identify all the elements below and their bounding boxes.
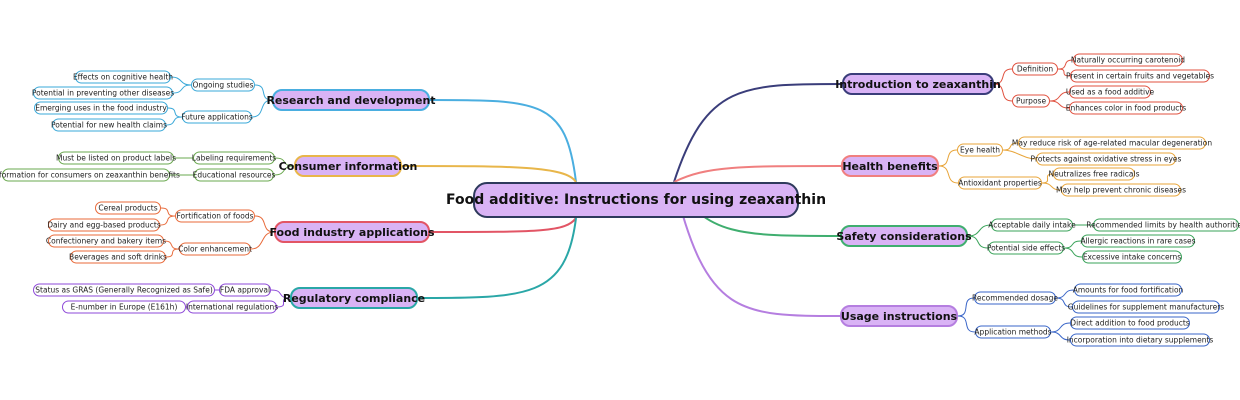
connector-line — [993, 83, 1013, 102]
connector-line — [163, 240, 180, 250]
connector-line — [938, 149, 958, 167]
subtopic-fortification-of-foods[interactable]: Fortification of foods — [175, 209, 255, 223]
branch-usage-instructions[interactable]: Usage instructions — [840, 305, 958, 327]
connector-line — [1063, 247, 1083, 258]
connector-line — [957, 297, 975, 317]
connector-line — [1049, 100, 1070, 109]
connector-line — [957, 315, 976, 333]
connector-line — [1055, 297, 1073, 308]
leaf-present-in-certain-fruits-and-vegetables[interactable]: Present in certain fruits and vegetables — [1066, 69, 1214, 83]
leaf-incorporation-into-dietary-supplements[interactable]: Incorporation into dietary supplements — [1066, 333, 1214, 347]
branch-regulatory-compliance[interactable]: Regulatory compliance — [283, 287, 425, 309]
leaf-excessive-intake-concerns[interactable]: Excessive intake concerns — [1082, 250, 1182, 264]
connector-line — [938, 165, 959, 184]
connector-line — [254, 215, 275, 233]
connector-line — [429, 99, 577, 183]
leaf-status-as-gras-generally-recognized-as-s[interactable]: Status as GRAS (Generally Recognized as … — [33, 283, 215, 297]
subtopic-international-regulations[interactable]: International regulations — [185, 300, 279, 314]
connector-line — [167, 107, 183, 118]
branch-research-and-development[interactable]: Research and development — [266, 89, 436, 111]
leaf-potential-for-new-health-claims[interactable]: Potential for new health claims — [50, 118, 168, 132]
leaf-potential-in-preventing-other-diseases[interactable]: Potential in preventing other diseases — [31, 86, 175, 100]
leaf-enhances-color-in-food-products[interactable]: Enhances color in food products — [1065, 101, 1187, 115]
connector-line — [1063, 240, 1082, 249]
connector-line — [673, 83, 843, 183]
connector-line — [1002, 149, 1037, 160]
leaf-confectionery-and-bakery-items[interactable]: Confectionery and bakery items — [45, 234, 167, 248]
connector-line — [1041, 182, 1062, 191]
subtopic-educational-resources[interactable]: Educational resources — [192, 168, 276, 182]
branch-health-benefits[interactable]: Health benefits — [841, 155, 939, 177]
subtopic-fda-approval[interactable]: FDA approval — [219, 283, 271, 297]
subtopic-labeling-requirements[interactable]: Labeling requirements — [191, 151, 277, 165]
branch-introduction-to-zeaxanthin[interactable]: Introduction to zeaxanthin — [835, 73, 1001, 95]
leaf-guidelines-for-supplement-manufacturers[interactable]: Guidelines for supplement manufacturers — [1067, 300, 1225, 314]
connector-line — [172, 84, 192, 94]
connector-line — [967, 224, 992, 237]
leaf-information-for-consumers-on-zeaxanthin-[interactable]: Information for consumers on zeaxanthin … — [0, 168, 180, 182]
connector-line — [159, 215, 176, 226]
subtopic-purpose[interactable]: Purpose — [1012, 94, 1050, 108]
connector-line — [160, 207, 176, 217]
connector-line — [170, 76, 192, 86]
branch-safety-considerations[interactable]: Safety considerations — [836, 225, 972, 247]
subtopic-future-applications[interactable]: Future applications — [181, 110, 253, 124]
connector-line — [165, 116, 183, 126]
connector-line — [273, 165, 295, 176]
connector-line — [673, 181, 841, 317]
connector-line — [417, 217, 577, 299]
connector-line — [1055, 289, 1075, 299]
connector-line — [967, 235, 989, 249]
connector-line — [276, 297, 291, 308]
leaf-dairy-and-egg-based-products[interactable]: Dairy and egg-based products — [47, 218, 161, 232]
subtopic-eye-health[interactable]: Eye health — [957, 143, 1003, 157]
leaf-recommended-limits-by-health-authorities[interactable]: Recommended limits by health authorities — [1086, 218, 1240, 232]
leaf-allergic-reactions-in-rare-cases[interactable]: Allergic reactions in rare cases — [1080, 234, 1196, 248]
subtopic-definition[interactable]: Definition — [1012, 62, 1058, 76]
connector-line — [1050, 322, 1071, 333]
subtopic-application-methods[interactable]: Application methods — [974, 325, 1052, 339]
connector-line — [401, 165, 577, 183]
leaf-cereal-products[interactable]: Cereal products — [95, 201, 161, 215]
leaf-may-help-prevent-chronic-diseases[interactable]: May help prevent chronic diseases — [1055, 183, 1187, 197]
connector-line — [254, 84, 273, 101]
leaf-naturally-occurring-carotenoid[interactable]: Naturally occurring carotenoid — [1070, 53, 1186, 67]
connector-line — [673, 165, 842, 183]
subtopic-color-enhancement[interactable]: Color enhancement — [178, 242, 252, 256]
leaf-e-number-in-europe-e161h[interactable]: E-number in Europe (E161h) — [62, 300, 186, 314]
connector-line — [1057, 68, 1071, 77]
branch-consumer-information[interactable]: Consumer information — [279, 155, 417, 177]
connector-line — [993, 68, 1013, 85]
leaf-amounts-for-food-fortification[interactable]: Amounts for food fortification — [1072, 283, 1184, 297]
branch-food-industry-applications[interactable]: Food industry applications — [269, 221, 435, 243]
connector-line — [165, 248, 180, 258]
subtopic-recommended-dosage[interactable]: Recommended dosage — [972, 291, 1058, 305]
connector-line — [250, 231, 275, 250]
leaf-must-be-listed-on-product-labels[interactable]: Must be listed on product labels — [56, 151, 176, 165]
subtopic-acceptable-daily-intake[interactable]: Acceptable daily intake — [988, 218, 1076, 232]
leaf-emerging-uses-in-the-food-industry[interactable]: Emerging uses in the food industry — [34, 101, 168, 115]
leaf-neutralizes-free-radicals[interactable]: Neutralizes free radicals — [1048, 167, 1140, 181]
connector-line — [251, 99, 273, 118]
central-topic[interactable]: Food additive: Instructions for using ze… — [446, 182, 826, 218]
subtopic-antioxidant-properties[interactable]: Antioxidant properties — [958, 176, 1042, 190]
leaf-used-as-a-food-additive[interactable]: Used as a food additive — [1065, 85, 1155, 99]
subtopic-potential-side-effects[interactable]: Potential side effects — [986, 241, 1066, 255]
leaf-beverages-and-soft-drinks[interactable]: Beverages and soft drinks — [69, 250, 167, 264]
subtopic-ongoing-studies[interactable]: Ongoing studies — [191, 78, 255, 92]
connector-line — [429, 217, 577, 233]
connector-line — [1050, 331, 1071, 341]
leaf-effects-on-cognitive-health[interactable]: Effects on cognitive health — [72, 70, 174, 84]
leaf-direct-addition-to-food-products[interactable]: Direct addition to food products — [1070, 316, 1190, 330]
leaf-protects-against-oxidative-stress-in-eye[interactable]: Protects against oxidative stress in eye… — [1030, 152, 1182, 166]
leaf-may-reduce-risk-of-age-related-macular-d[interactable]: May reduce risk of age-related macular d… — [1011, 136, 1213, 150]
